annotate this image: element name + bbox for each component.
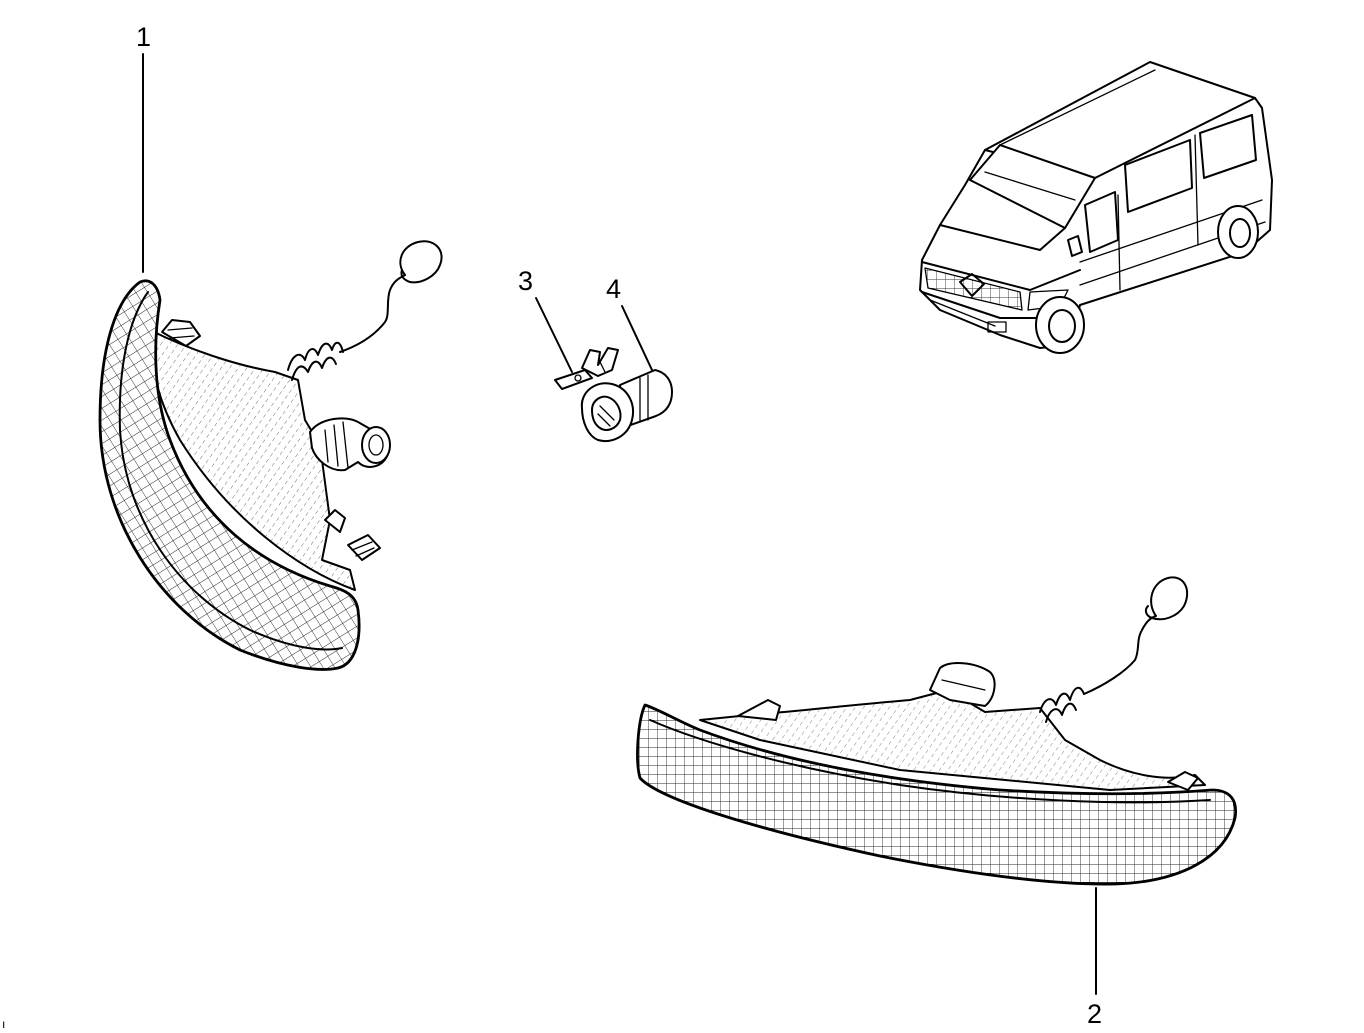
callout-3: 3: [518, 266, 573, 373]
right-indicator-lamp: [636, 576, 1238, 886]
callout-1-label: 1: [136, 22, 151, 52]
van-illustration: [919, 61, 1273, 354]
terminal-clip: [554, 347, 619, 390]
callout-2: 2: [1087, 887, 1102, 1029]
callout-3-label: 3: [518, 266, 533, 296]
callout-4-label: 4: [606, 274, 621, 304]
callout-1: 1: [136, 22, 151, 273]
left-indicator-lamp: [98, 240, 443, 671]
bulb-holder: [580, 369, 673, 442]
left-lamp-wire: [287, 240, 443, 381]
right-lamp-wire: [1039, 576, 1189, 723]
callout-4: 4: [606, 274, 653, 371]
callout-2-label: 2: [1087, 999, 1102, 1029]
stray-mark: ı: [2, 1017, 5, 1031]
